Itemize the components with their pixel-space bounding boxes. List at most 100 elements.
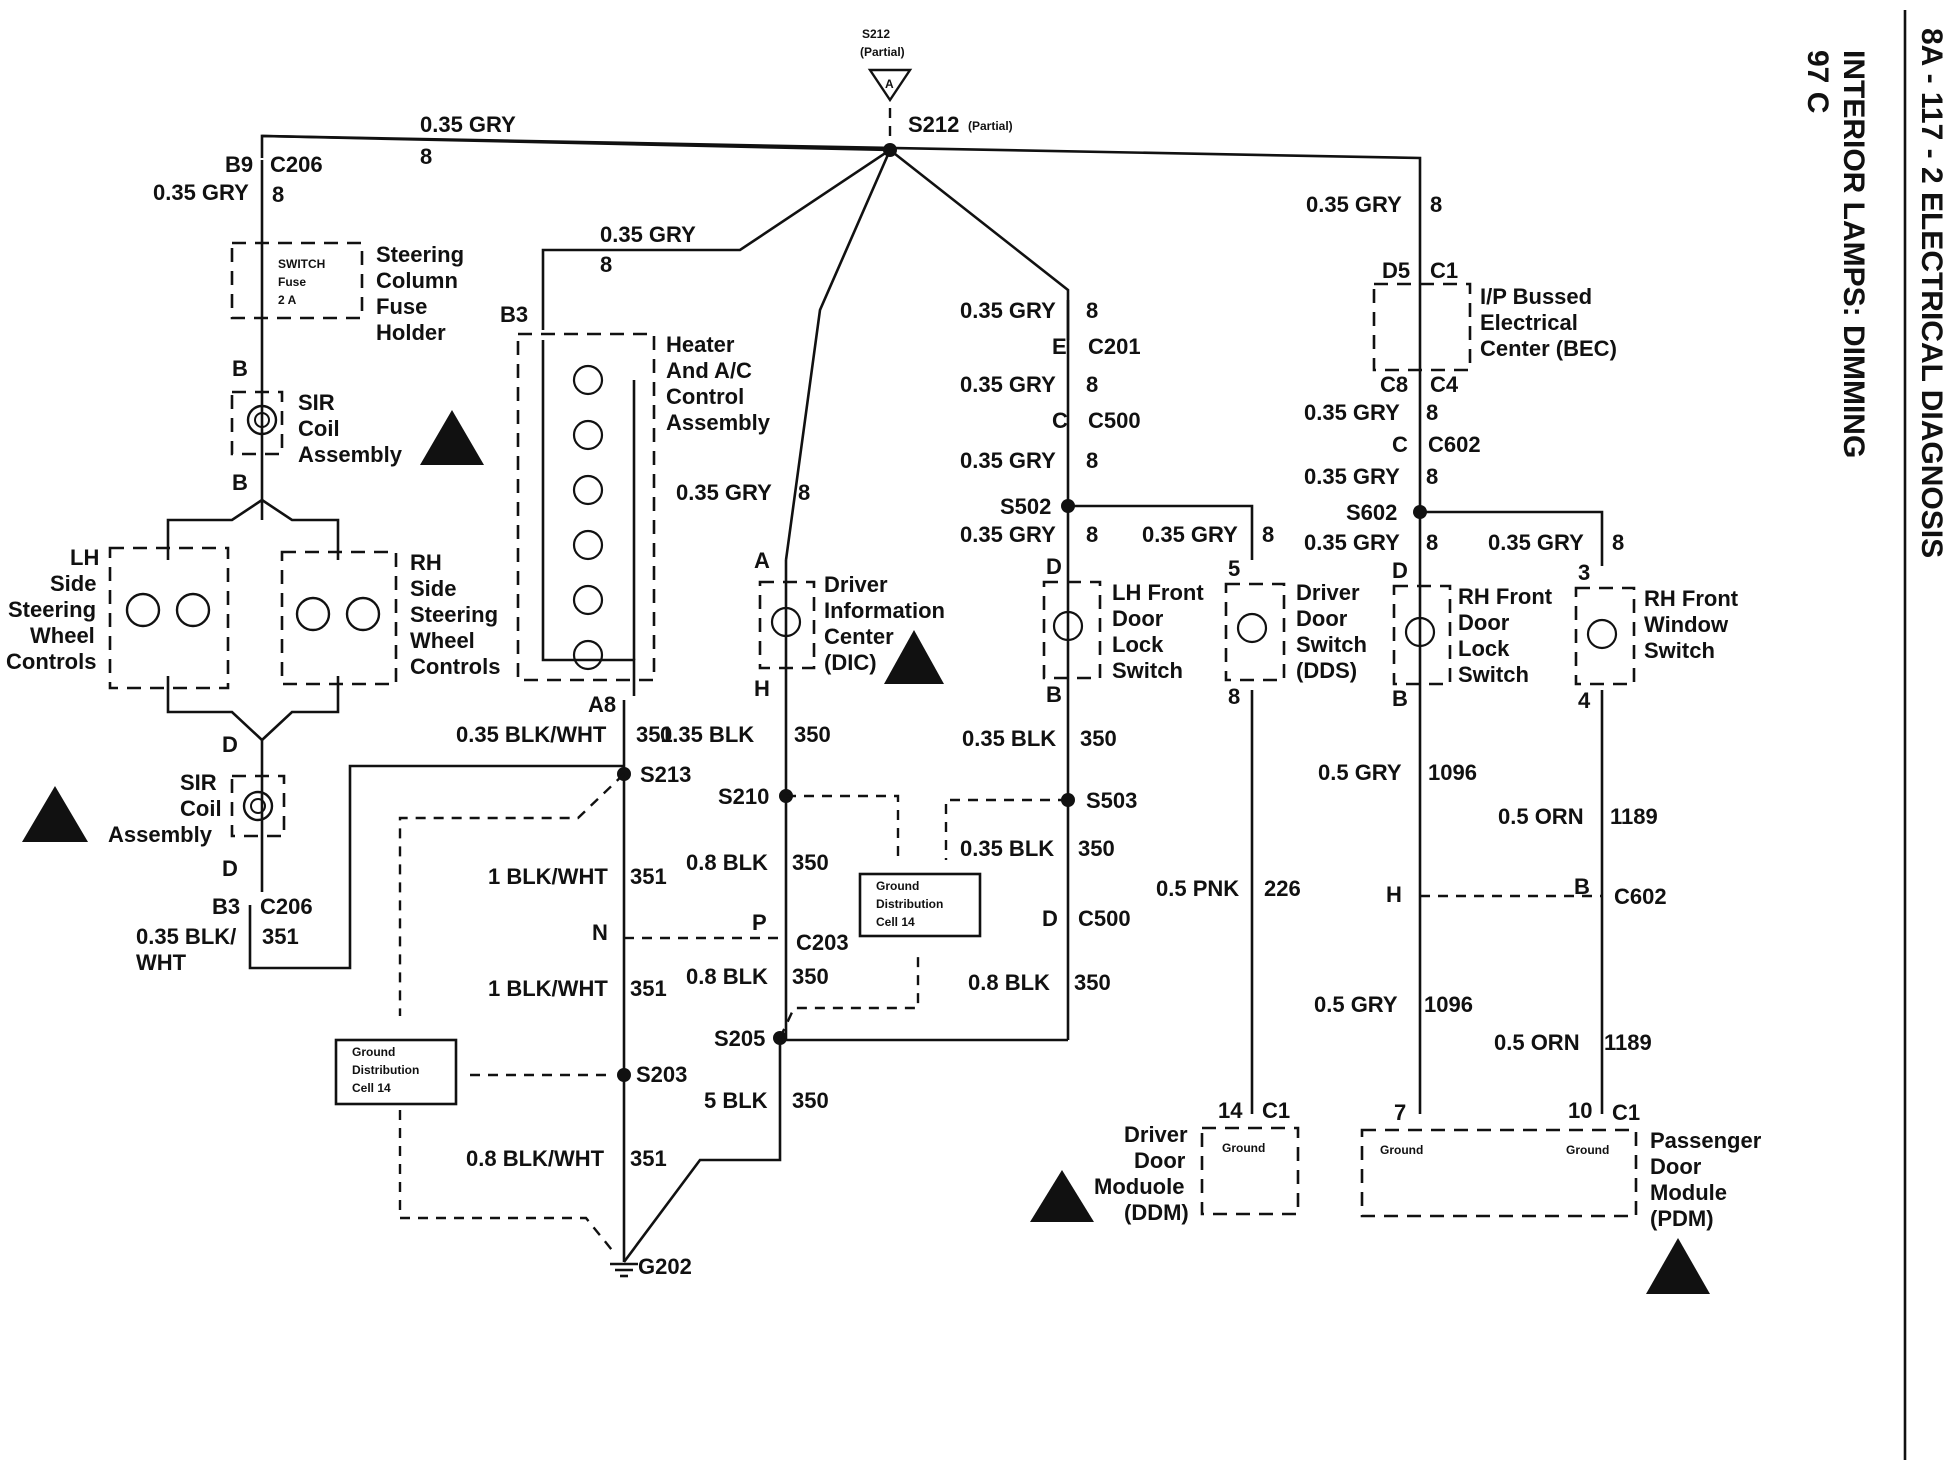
wire-label: 0.5 PNK bbox=[1156, 876, 1239, 901]
wire-label: 0.35 GRY bbox=[1142, 522, 1238, 547]
ground-ref-dash bbox=[398, 773, 625, 1016]
gdc-label: Distribution bbox=[352, 1063, 419, 1077]
esd-warning-icon bbox=[22, 786, 88, 842]
coil-icon bbox=[250, 798, 266, 814]
component-label: Switch bbox=[1644, 638, 1715, 663]
connector-c1: C1 bbox=[1430, 258, 1458, 283]
wire-label: 0.35 GRY bbox=[153, 180, 249, 205]
connector-g202: G202 bbox=[638, 1254, 692, 1279]
ground-ref-dash bbox=[778, 950, 920, 1039]
component-label: Coil bbox=[180, 796, 222, 821]
top-bus-left bbox=[261, 134, 891, 152]
ground-distribution-left[interactable] bbox=[334, 1038, 458, 1106]
circuit-label: 8 bbox=[1426, 400, 1438, 425]
component-label: (DDS) bbox=[1296, 658, 1357, 683]
sir-coil-bottom-box bbox=[230, 774, 286, 838]
wire-label: 0.5 GRY bbox=[1314, 992, 1398, 1017]
circuit-label: 8 bbox=[1262, 522, 1274, 547]
circuit-label: 8 bbox=[272, 182, 284, 207]
connector-7: 7 bbox=[1394, 1100, 1406, 1125]
connector-c201: C201 bbox=[1088, 334, 1141, 359]
wire-label: 0.35 GRY bbox=[960, 448, 1056, 473]
component-label: Window bbox=[1644, 612, 1729, 637]
component-label: Center (BEC) bbox=[1480, 336, 1617, 361]
wire-label: 0.35 BLK bbox=[962, 726, 1056, 751]
wire-label: 0.35 BLK bbox=[660, 722, 754, 747]
component-label: Assembly bbox=[298, 442, 403, 467]
component-label: Wheel bbox=[30, 623, 95, 648]
coil-icon bbox=[254, 412, 270, 428]
sir-coil-top-box bbox=[230, 390, 284, 456]
s203-splice-dot bbox=[617, 1068, 631, 1082]
lamp-icon bbox=[572, 419, 604, 451]
connector-c4: C4 bbox=[1430, 372, 1459, 397]
gdc-label: Cell 14 bbox=[876, 915, 915, 929]
dds-box bbox=[1224, 582, 1286, 682]
fuse-inner-label: 2 A bbox=[278, 293, 297, 307]
lamp-icon bbox=[572, 474, 604, 506]
heater-lamp-group bbox=[572, 364, 604, 671]
component-label: Side bbox=[410, 576, 456, 601]
lamp-icon bbox=[125, 592, 161, 628]
connector-b: B bbox=[232, 356, 248, 381]
rh-window-box bbox=[1574, 586, 1636, 686]
lamp-icon bbox=[572, 364, 604, 396]
ground-distribution-right[interactable] bbox=[858, 872, 982, 938]
wire-label: 0.8 BLK bbox=[686, 850, 768, 875]
component-label: LH bbox=[70, 545, 99, 570]
circuit-label: 1096 bbox=[1428, 760, 1477, 785]
circuit-label: 350 bbox=[1080, 726, 1117, 751]
wire-label: 0.35 GRY bbox=[1304, 400, 1400, 425]
component-label: Coil bbox=[298, 416, 340, 441]
component-label: Door bbox=[1650, 1154, 1702, 1179]
wire-label: 0.35 GRY bbox=[1488, 530, 1584, 555]
connector-10: 10 bbox=[1568, 1098, 1592, 1123]
circuit-label: 8 bbox=[1086, 448, 1098, 473]
circuit-label: 8 bbox=[1430, 192, 1442, 217]
connector-s203: S203 bbox=[636, 1062, 687, 1087]
lh-swc-box bbox=[108, 546, 230, 690]
connector-b3: B3 bbox=[212, 894, 240, 919]
wire-label: 0.8 BLK bbox=[686, 964, 768, 989]
connector-8: 8 bbox=[1228, 684, 1240, 709]
component-label: Switch bbox=[1296, 632, 1367, 657]
wire-label: 1 BLK/WHT bbox=[488, 976, 608, 1001]
s212-ref-sub: (Partial) bbox=[860, 45, 905, 59]
component-label: RH bbox=[410, 550, 442, 575]
component-label: Module bbox=[1650, 1180, 1727, 1205]
lh-swc-feed bbox=[166, 498, 263, 560]
component-label: Door bbox=[1458, 610, 1510, 635]
component-label: Center bbox=[824, 624, 894, 649]
wire-label: 5 BLK bbox=[704, 1088, 768, 1113]
component-label: Steering bbox=[410, 602, 498, 627]
component-label: Driver bbox=[1124, 1122, 1188, 1147]
wire-label: 0.35 BLK/WHT bbox=[456, 722, 607, 747]
circuit-label: 350 bbox=[792, 964, 829, 989]
component-label: Side bbox=[50, 571, 96, 596]
connector-d: D bbox=[222, 856, 238, 881]
ground-label: Ground bbox=[1222, 1141, 1265, 1155]
connector-c602: C602 bbox=[1428, 432, 1481, 457]
fuse-inner-label: SWITCH bbox=[278, 257, 325, 271]
lamp-icon bbox=[1052, 610, 1084, 642]
pdm-box bbox=[1360, 1128, 1638, 1218]
rh-lock-box bbox=[1392, 584, 1452, 686]
circuit-label: 8 bbox=[1086, 522, 1098, 547]
connector-s213: S213 bbox=[640, 762, 691, 787]
gdc-label: Cell 14 bbox=[352, 1081, 391, 1095]
component-label: Fuse bbox=[376, 294, 427, 319]
connector-c602: C602 bbox=[1614, 884, 1667, 909]
circuit-label: 351 bbox=[630, 864, 667, 889]
connector-c: C bbox=[1052, 408, 1068, 433]
esd-warning-icon bbox=[1646, 1238, 1710, 1294]
component-label: Steering bbox=[8, 597, 96, 622]
esd-warning-icon bbox=[420, 410, 484, 465]
connector-c206: C206 bbox=[260, 894, 313, 919]
circuit-label: 8 bbox=[798, 480, 810, 505]
ground-ref-dash bbox=[398, 1110, 617, 1256]
wire-label: 1 BLK/WHT bbox=[488, 864, 608, 889]
rh-swc-feed bbox=[261, 498, 340, 560]
connector-a8: A8 bbox=[588, 692, 616, 717]
connector-s502: S502 bbox=[1000, 494, 1051, 519]
